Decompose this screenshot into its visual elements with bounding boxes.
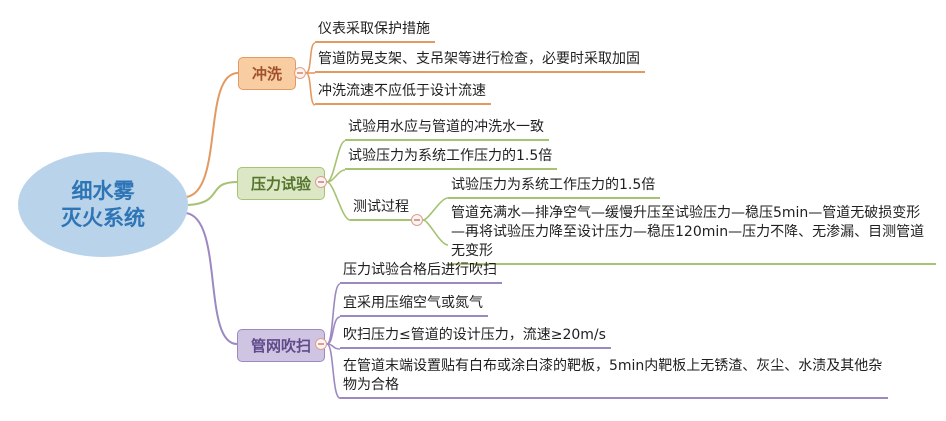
collapse-icon-pipe-purging[interactable] [315,338,327,350]
leaf-process-2[interactable]: 管道充满水—排净空气—缓慢升压至试验压力—稳压5min—管道无破损变形—再将试验… [448,204,936,265]
collapse-icon-pressure-test[interactable] [315,176,327,188]
connector-process-1 [422,197,449,221]
root-label-line1: 细水雾 [71,179,135,204]
branch-pressure-test[interactable]: 压力试验 [237,167,326,200]
leaf-purging-1[interactable]: 压力试验合格后进行吹扫 [340,261,502,284]
connector-purging-4 [326,343,341,399]
connector-pressure-1 [326,140,346,183]
branch-flushing[interactable]: 冲洗 [238,57,297,90]
leaf-flushing-3[interactable]: 冲洗流速不应低于设计流速 [315,82,491,105]
connector-root-purging [185,212,238,345]
connector-flushing-3 [305,72,316,106]
leaf-process-1[interactable]: 试验压力为系统工作压力的1.5倍 [448,176,661,199]
connector-root-flushing [185,72,239,198]
root-label-line2: 灭火系统 [61,205,145,230]
leaf-purging-3[interactable]: 吹扫压力≤管道的设计压力，流速≥20m/s [340,326,611,349]
branch-pipe-purging[interactable]: 管网吹扫 [237,329,326,362]
root-node[interactable]: 细水雾 灭火系统 [18,152,188,257]
leaf-purging-4[interactable]: 在管道末端设置贴有白布或涂白漆的靶板，5min内靶板上无锈渣、灰尘、水渍及其他杂… [340,357,888,399]
leaf-purging-2[interactable]: 宜采用压缩空气或氮气 [340,294,488,317]
subnode-test-process[interactable]: 测试过程 [350,198,414,221]
connector-process-2 [422,219,449,246]
connector-root-pressure [187,181,238,206]
connector-pressure-3 [326,181,351,221]
leaf-pressure-1[interactable]: 试验用水应与管道的冲洗水一致 [345,118,549,141]
leaf-flushing-2[interactable]: 管道防晃支架、支吊架等进行检查，必要时采取加固 [315,50,645,73]
leaf-flushing-1[interactable]: 仪表采取保护措施 [315,20,435,43]
connector-flushing-1 [305,42,316,74]
collapse-icon-flushing[interactable] [294,67,306,79]
connector-pressure-2 [326,169,346,183]
connector-purging-1 [326,283,341,345]
leaf-pressure-2[interactable]: 试验压力为系统工作压力的1.5倍 [345,147,558,170]
connector-purging-2 [326,316,341,345]
collapse-icon-test-process[interactable] [411,214,423,226]
